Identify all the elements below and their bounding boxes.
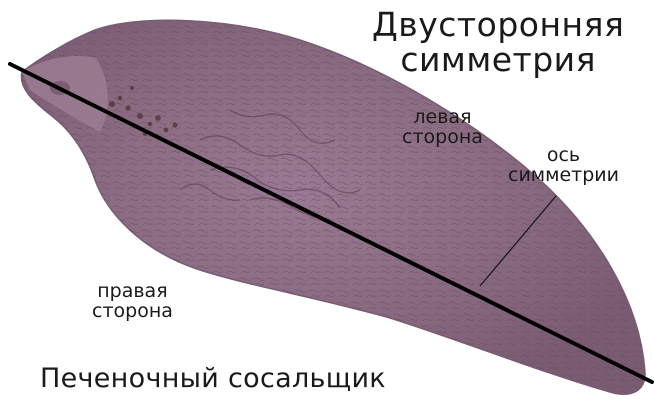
label-symmetry-axis: ось симметрии: [508, 146, 619, 186]
label-left-line-1: левая: [402, 108, 483, 128]
label-axis-line-2: симметрии: [508, 166, 619, 186]
label-left-line-2: сторона: [402, 128, 483, 148]
label-left-side: левая сторона: [402, 108, 483, 148]
diagram-title: Двусторонняя симметрия: [372, 8, 624, 77]
title-line-2: симметрия: [372, 43, 624, 78]
label-axis-line-1: ось: [508, 146, 619, 166]
label-right-line-2: сторона: [92, 302, 173, 322]
title-line-1: Двусторонняя: [372, 8, 624, 43]
label-right-side: правая сторона: [92, 282, 173, 322]
organism-caption: Печеночный сосальщик: [40, 365, 386, 393]
label-right-line-1: правая: [92, 282, 173, 302]
